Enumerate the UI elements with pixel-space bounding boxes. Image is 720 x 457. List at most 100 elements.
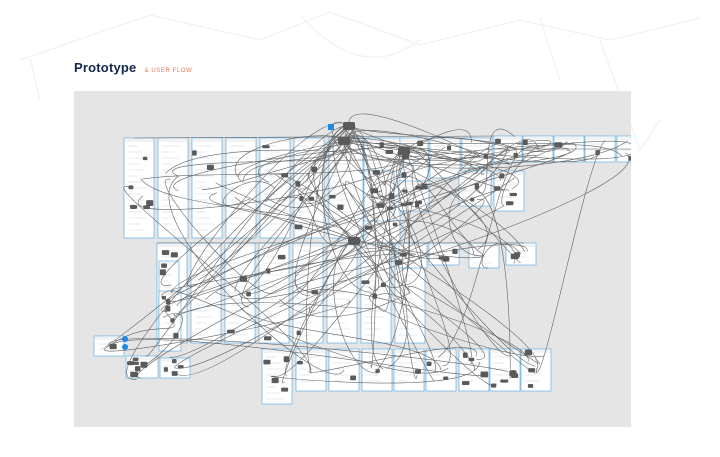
- hotspot: [130, 371, 138, 378]
- hotspot: [329, 194, 336, 199]
- flow-connector: [239, 152, 630, 299]
- hotspot: [146, 200, 154, 207]
- flow-connector: [239, 146, 446, 295]
- hotspot: [443, 376, 449, 381]
- flow-connector: [371, 150, 405, 370]
- hotspot: [337, 204, 344, 210]
- hotspot: [281, 173, 289, 178]
- hotspot: [514, 252, 520, 258]
- flow-connector: [343, 140, 628, 169]
- hotspot: [527, 384, 534, 388]
- hotspot: [438, 256, 444, 260]
- flow-connector: [274, 173, 539, 371]
- hotspot: [483, 154, 488, 159]
- hotspot: [415, 201, 420, 208]
- flow-connector: [276, 142, 501, 377]
- hotspot: [165, 299, 171, 305]
- hotspot: [462, 381, 470, 385]
- flow-connector: [353, 240, 380, 291]
- hotspot: [161, 295, 166, 300]
- page-subtitle: & USER FLOW: [144, 68, 193, 74]
- flow-connector: [344, 125, 437, 373]
- flow-connector: [141, 312, 183, 368]
- hotspot: [513, 152, 518, 158]
- hotspot: [227, 329, 235, 334]
- hotspot: [495, 138, 501, 144]
- flow-connector: [104, 300, 350, 352]
- hotspot: [206, 164, 214, 170]
- hotspot: [400, 203, 408, 207]
- flow-connector: [123, 186, 312, 371]
- hotspot: [386, 206, 394, 210]
- flow-connector: [270, 361, 480, 384]
- screen-frame[interactable]: [328, 348, 360, 392]
- hotspot: [380, 282, 386, 287]
- flow-connector: [146, 125, 350, 357]
- hotspot: [128, 185, 134, 190]
- hotspot: [401, 154, 409, 160]
- flow-connector: [234, 125, 356, 292]
- hotspot: [375, 369, 380, 373]
- screen-frame[interactable]: [157, 137, 189, 239]
- hotspot: [308, 196, 315, 201]
- hotspot: [281, 387, 289, 392]
- hotspot: [414, 369, 421, 374]
- hotspot: [474, 183, 479, 190]
- flow-connector: [343, 132, 378, 191]
- hotspot: [177, 365, 184, 369]
- hotspot: [392, 222, 398, 227]
- hotspot: [506, 201, 514, 206]
- hotspot: [140, 361, 148, 368]
- hotspot: [161, 250, 170, 255]
- hotspot: [401, 172, 407, 178]
- section-heading: Prototype & USER FLOW: [74, 60, 192, 75]
- flow-connector: [474, 188, 511, 379]
- hotspot: [159, 269, 166, 276]
- flow-connector: [201, 140, 345, 286]
- hotspot: [143, 205, 150, 210]
- flow-connector: [172, 148, 510, 177]
- flow-connector: [140, 178, 355, 242]
- hotspot: [277, 254, 286, 260]
- prototype-canvas[interactable]: [74, 91, 631, 427]
- hotspot: [402, 189, 408, 193]
- flow-connector: [333, 240, 378, 374]
- hotspot: [264, 336, 272, 341]
- flow-connector: [309, 150, 405, 313]
- hotspot: [494, 186, 501, 191]
- flow-connector: [535, 140, 606, 373]
- flow-connector: [348, 125, 408, 300]
- hotspot: [388, 193, 395, 200]
- hotspot: [400, 252, 407, 257]
- start-marker: [122, 344, 128, 350]
- flow-connector: [345, 181, 405, 200]
- flow-connector: [273, 244, 528, 294]
- flow-connector: [171, 149, 571, 294]
- flow-connector: [369, 292, 545, 357]
- screen-frame[interactable]: [261, 348, 293, 405]
- flow-connector: [398, 144, 622, 158]
- flow-connector: [161, 240, 355, 312]
- hotspot: [509, 192, 517, 197]
- flow-connector: [173, 147, 405, 192]
- hotspot: [246, 291, 251, 297]
- flow-connector: [176, 147, 570, 307]
- flow-connector: [222, 181, 276, 206]
- flow-connector: [517, 140, 552, 150]
- hotspot: [239, 276, 248, 282]
- hotspot: [468, 357, 475, 362]
- hotspot: [263, 359, 271, 365]
- flow-connector: [376, 140, 631, 197]
- hotspot: [348, 237, 360, 245]
- hotspot: [297, 361, 303, 365]
- flow-connector: [407, 285, 540, 364]
- hotspot: [350, 375, 357, 381]
- hotspot: [421, 183, 428, 190]
- hotspot: [628, 155, 631, 161]
- hotspot: [462, 352, 468, 358]
- flow-connector: [294, 240, 355, 294]
- flow-connector: [209, 192, 355, 242]
- flow-connector: [168, 141, 568, 302]
- screen-frame[interactable]: [225, 137, 257, 239]
